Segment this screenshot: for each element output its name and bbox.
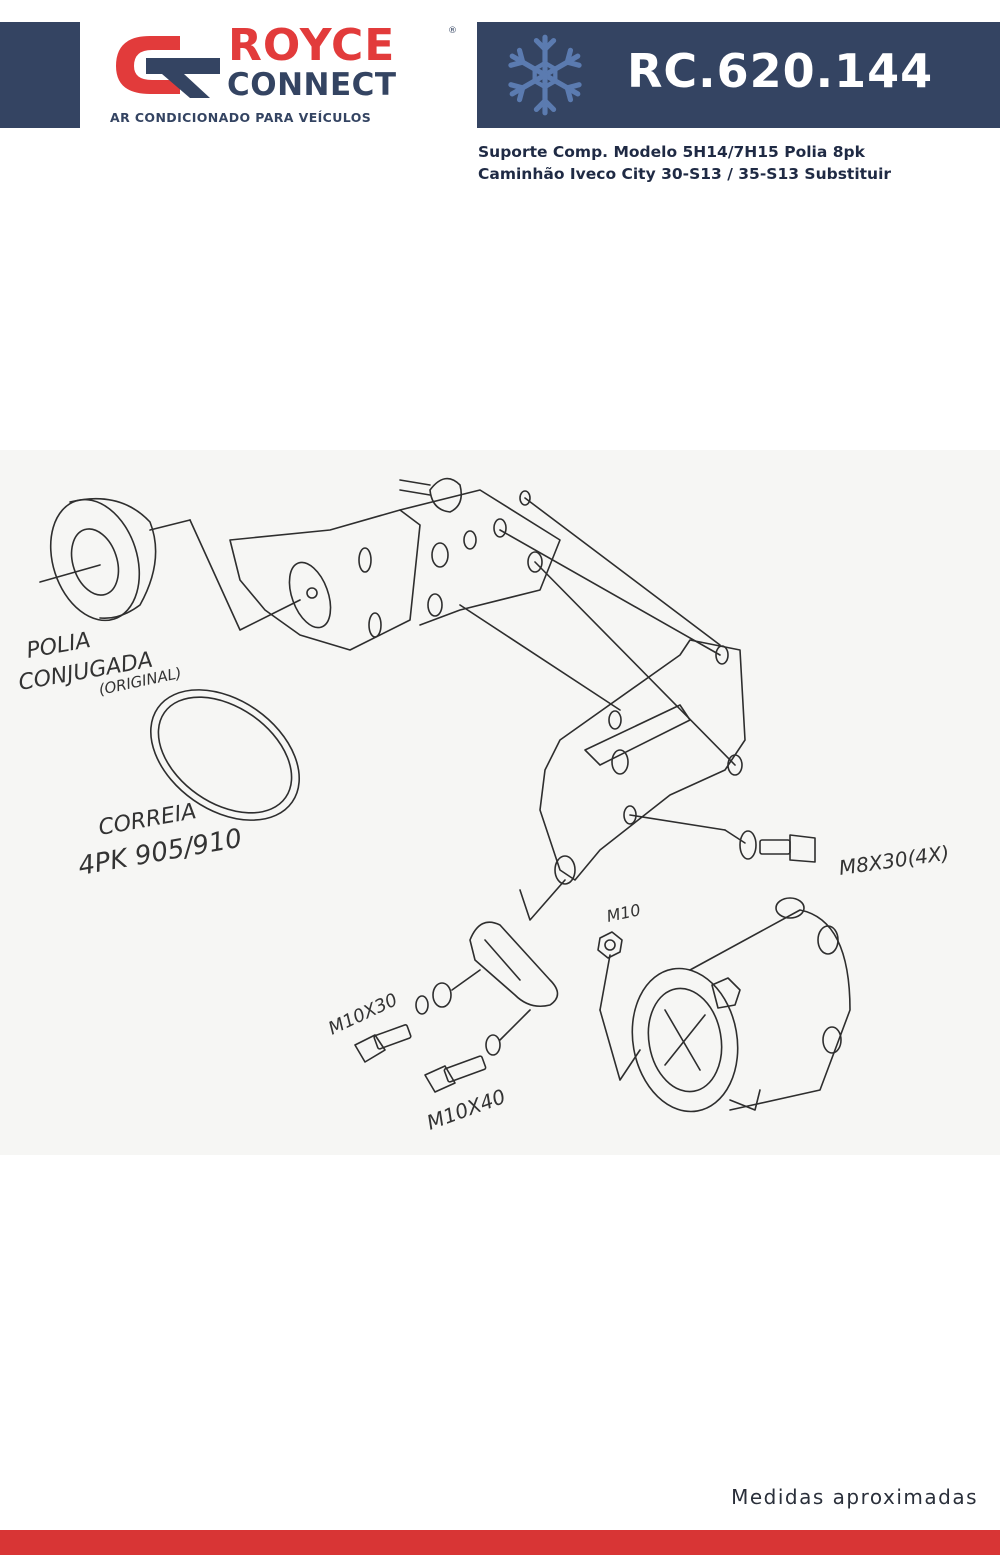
sketch-svg: POLIA CONJUGADA (ORIGINAL) CORREIA 4PK 9… bbox=[17, 477, 951, 1135]
m10x40-bolt-sketch bbox=[424, 1009, 531, 1093]
label-polia: POLIA bbox=[25, 628, 93, 664]
measurements-note: Medidas aproximadas bbox=[731, 1485, 978, 1509]
pulley-sketch bbox=[39, 497, 301, 631]
brand-tagline: AR CONDICIONADO PARA VEÍCULOS bbox=[110, 110, 372, 125]
bracket-sketch bbox=[459, 497, 746, 885]
product-code: RC.620.144 bbox=[627, 44, 934, 98]
label-m10x30: M10X30 bbox=[325, 989, 401, 1039]
m8-bolt-sketch bbox=[724, 829, 816, 863]
brand-q-mark bbox=[116, 36, 220, 98]
label-m10: M10 bbox=[605, 900, 642, 926]
header-code-block: RC.620.144 bbox=[477, 22, 1000, 128]
engine-block-sketch bbox=[229, 477, 561, 651]
header-left-block bbox=[0, 22, 80, 128]
compressor-sketch bbox=[631, 897, 851, 1113]
registered-mark: ® bbox=[448, 26, 457, 36]
footer-bar bbox=[0, 1530, 1000, 1555]
description-line-1: Suporte Comp. Modelo 5H14/7H15 Polia 8pk bbox=[478, 143, 865, 161]
brand-logo: ROYCE ® CONNECT AR CONDICIONADO PARA VEÍ… bbox=[110, 20, 460, 126]
belt-sketch bbox=[149, 689, 301, 821]
product-description: Suporte Comp. Modelo 5H14/7H15 Polia 8pk… bbox=[478, 141, 891, 185]
description-line-2: Caminhão Iveco City 30-S13 / 35-S13 Subs… bbox=[478, 165, 892, 183]
brand-sub: CONNECT bbox=[227, 67, 397, 103]
label-m8x30: M8X30(4X) bbox=[837, 841, 950, 880]
brand-name: ROYCE bbox=[228, 20, 396, 71]
exploded-assembly-drawing: POLIA CONJUGADA (ORIGINAL) CORREIA 4PK 9… bbox=[0, 450, 1000, 1155]
snowflake-icon bbox=[502, 34, 588, 118]
tension-arm-sketch bbox=[469, 879, 566, 1008]
m10-nut-sketch bbox=[597, 931, 641, 1081]
m10x30-bolt-sketch bbox=[354, 969, 481, 1063]
